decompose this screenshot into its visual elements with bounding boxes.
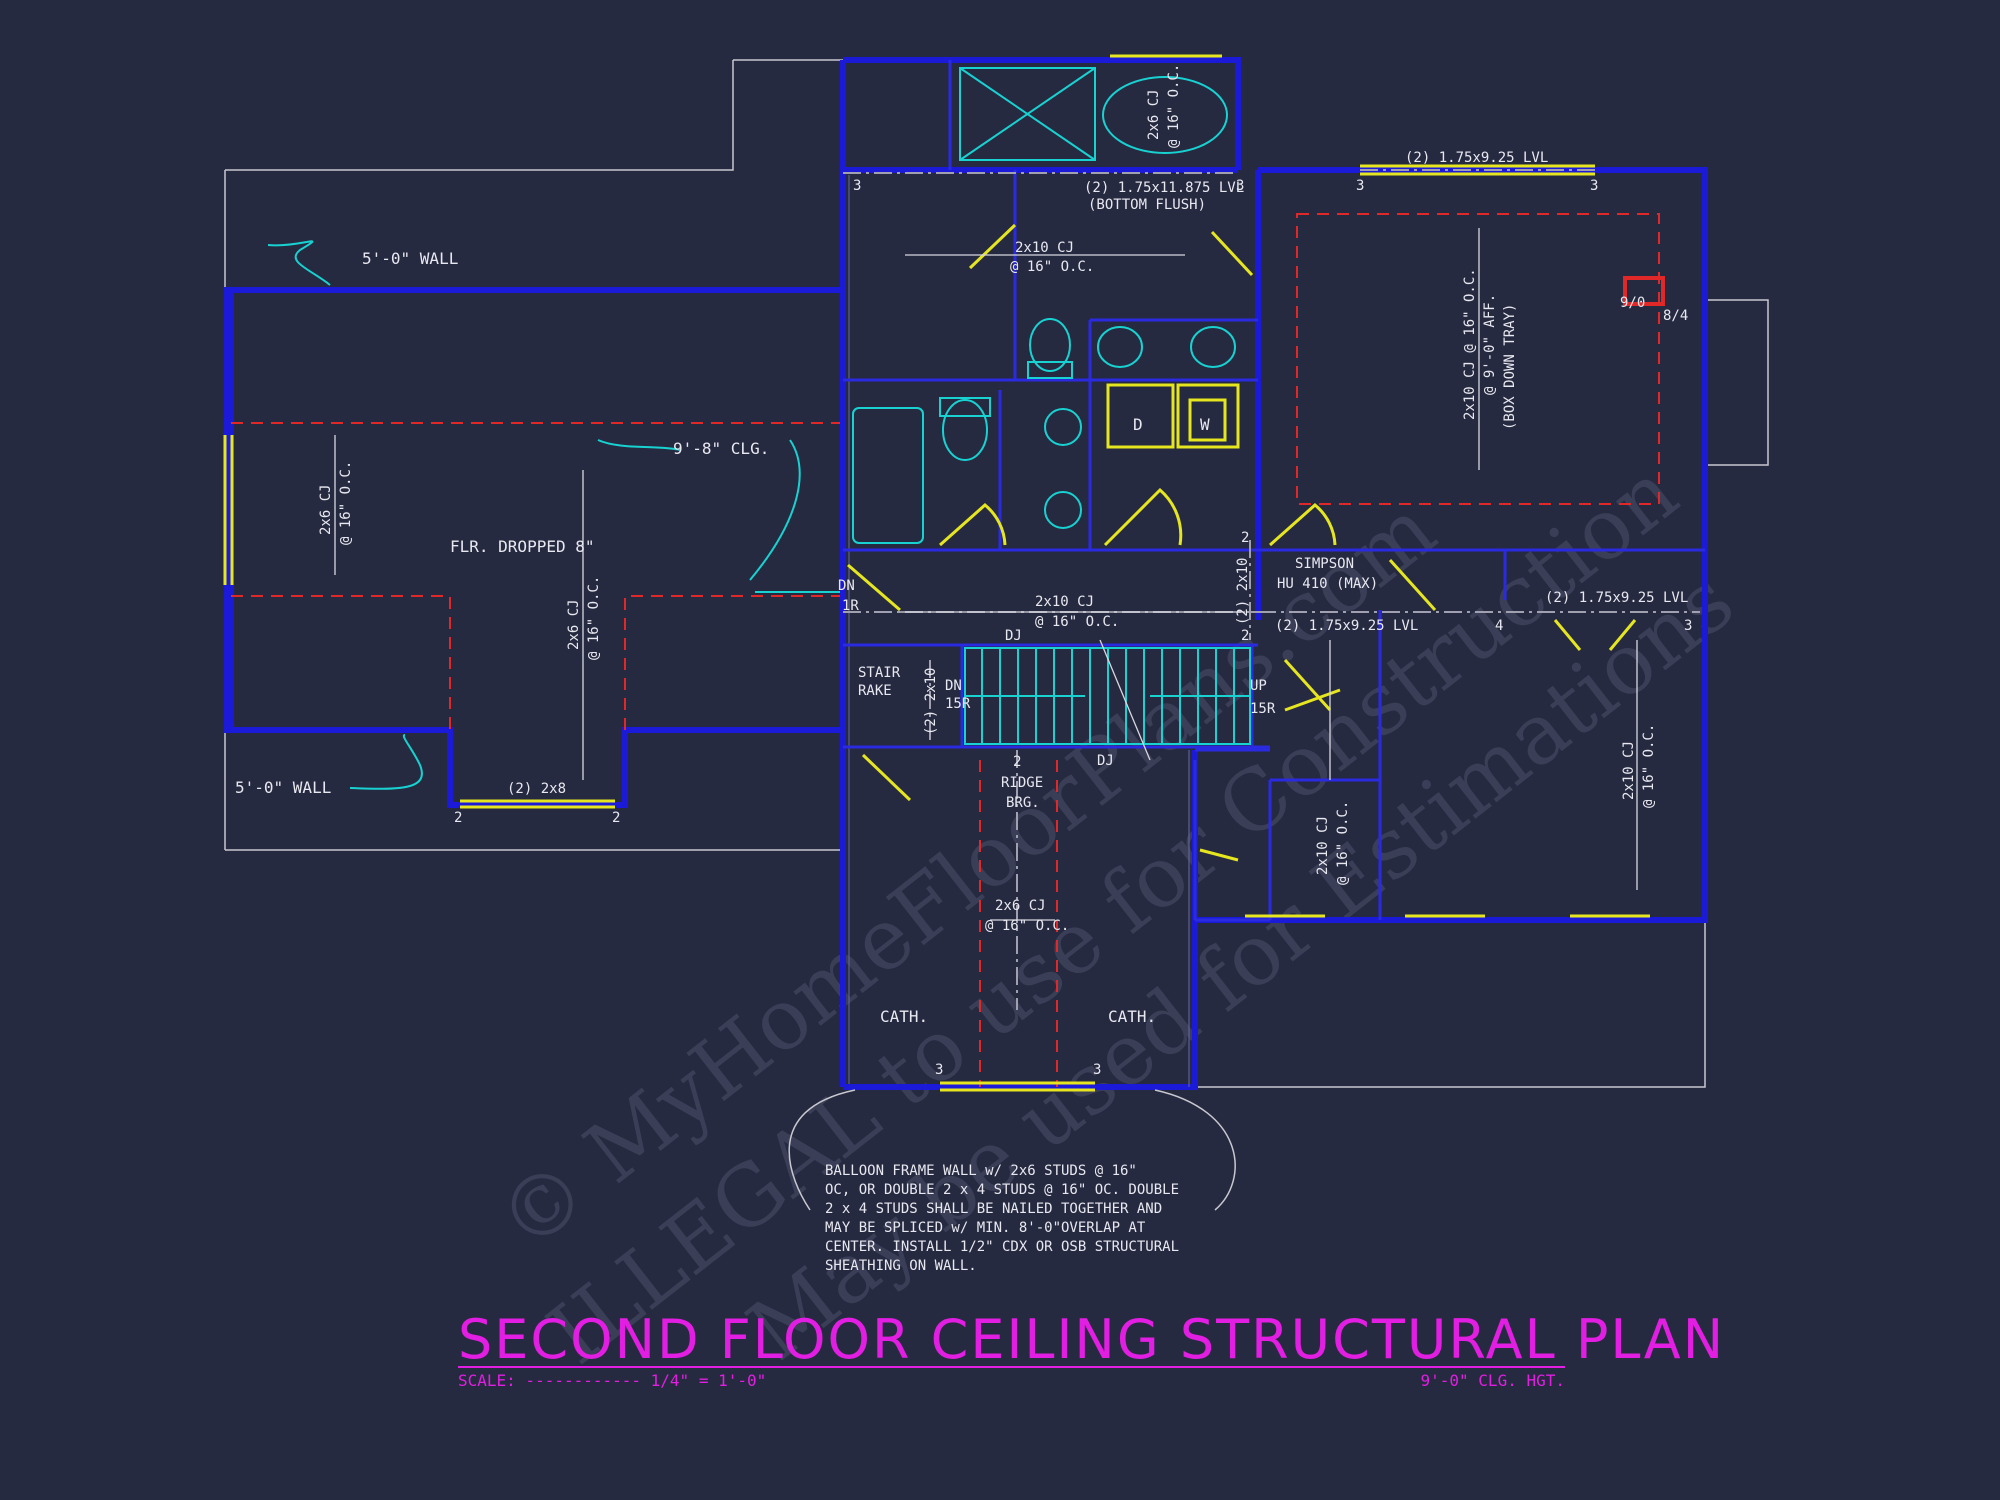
label-dn-1r-b: 1R bbox=[842, 598, 859, 614]
bearing-number: 3 bbox=[1590, 178, 1598, 194]
label-cj-master-b: @ 9'-0" AFF. bbox=[1482, 294, 1498, 395]
bearing-number: 4 bbox=[1495, 618, 1503, 634]
tray-ceiling-outline bbox=[979, 213, 1660, 1087]
note-line: MAY BE SPLICED w/ MIN. 8'-0"OVERLAP AT bbox=[825, 1220, 1146, 1236]
note-line: BALLOON FRAME WALL w/ 2x6 STUDS @ 16" bbox=[825, 1163, 1137, 1179]
label-cj-tub: 2x6 CJ bbox=[1146, 89, 1162, 140]
leader-lines bbox=[267, 240, 840, 790]
label-dj-bottom: DJ bbox=[1097, 753, 1114, 769]
beam-pocket-hatch bbox=[1623, 276, 1665, 306]
structural-note: BALLOON FRAME WALL w/ 2x6 STUDS @ 16" OC… bbox=[825, 1163, 1179, 1274]
toilet-2 bbox=[1029, 318, 1071, 372]
bathtub bbox=[852, 407, 924, 544]
bearing-number: 2 bbox=[1013, 754, 1021, 770]
sink-2 bbox=[1190, 326, 1236, 368]
label-cj-left-1b: @ 16" O.C. bbox=[338, 461, 354, 545]
label-cj-tub-b: @ 16" O.C. bbox=[1166, 64, 1182, 148]
bearing-number: 3 bbox=[853, 178, 861, 194]
bearing-number: 3 bbox=[1093, 1062, 1101, 1078]
label-washer: W bbox=[1200, 415, 1210, 434]
bearing-number: 3 bbox=[1684, 618, 1692, 634]
bearing-number: 2 bbox=[1241, 628, 1249, 644]
label-cj-master: 2x10 CJ @ 16" O.C. bbox=[1462, 268, 1478, 420]
label-cj-hall: 2x10 CJ bbox=[1035, 594, 1094, 610]
label-stair-rake-b: RAKE bbox=[858, 683, 892, 699]
bearing-number: 3 bbox=[1356, 178, 1364, 194]
label-cj-hall-b: @ 16" O.C. bbox=[1035, 614, 1119, 630]
label-wall-bottom: 5'-0" WALL bbox=[235, 778, 331, 797]
main-walls bbox=[840, 57, 1708, 1090]
label-ridge-b: BRG. bbox=[1006, 795, 1040, 811]
label-lvl-mid: (2) 1.75x9.25 LVL bbox=[1275, 618, 1418, 634]
bearing-number: 2 bbox=[612, 810, 620, 826]
label-cj-bath-b: @ 16" O.C. bbox=[1010, 259, 1094, 275]
roof-outline bbox=[224, 59, 1769, 1088]
label-cj-bath: 2x10 CJ bbox=[1015, 240, 1074, 256]
label-up-15r: UP bbox=[1250, 678, 1267, 694]
toilet-1 bbox=[942, 399, 988, 461]
page-title: SECOND FLOOR CEILING STRUCTURAL PLAN bbox=[458, 1308, 1725, 1371]
label-simpson: SIMPSON bbox=[1295, 556, 1354, 572]
sink-1 bbox=[1097, 326, 1143, 368]
label-cath-left: CATH. bbox=[880, 1007, 928, 1026]
label-wall-top: 5'-0" WALL bbox=[362, 249, 458, 268]
ceiling-height-label: 9'-0" CLG. HGT. bbox=[1421, 1371, 1566, 1390]
label-stair-rake: STAIR bbox=[858, 665, 901, 681]
label-ridge: RIDGE bbox=[1001, 775, 1043, 791]
label-bottom-flush: (BOTTOM FLUSH) bbox=[1088, 197, 1206, 213]
label-dn-1r: DN bbox=[838, 578, 855, 594]
label-box-tray: (BOX DOWN TRAY) bbox=[1502, 304, 1518, 430]
label-header-2x10-b: (2) 2x10 bbox=[923, 668, 939, 735]
label-dn-15r-b: 15R bbox=[945, 696, 971, 712]
bearing-number: 2 bbox=[454, 810, 462, 826]
note-line: SHEATHING ON WALL. bbox=[825, 1258, 977, 1274]
label-lvl-top-right: (2) 1.75x9.25 LVL bbox=[1405, 150, 1548, 166]
scale-label: SCALE: ------------ 1/4" = 1'-0" bbox=[458, 1371, 766, 1390]
label-clg: 9'-8" CLG. bbox=[673, 439, 769, 458]
title-block: SECOND FLOOR CEILING STRUCTURAL PLAN SCA… bbox=[458, 1308, 1725, 1390]
dimension-lines bbox=[334, 228, 1638, 921]
note-curves bbox=[788, 1089, 1236, 1211]
note-line: 2 x 4 STUDS SHALL BE NAILED TOGETHER AND bbox=[825, 1201, 1162, 1217]
label-simpson-b: HU 410 (MAX) bbox=[1277, 576, 1378, 592]
label-header-2x10: (2) 2x10 bbox=[1235, 558, 1251, 625]
label-dn-15r: DN bbox=[945, 678, 962, 694]
label-flr-dropped: FLR. DROPPED 8" bbox=[450, 537, 595, 556]
label-cj-bottom: 2x6 CJ bbox=[995, 898, 1046, 914]
label-header-2x8: (2) 2x8 bbox=[507, 781, 566, 797]
label-dryer: D bbox=[1133, 415, 1143, 434]
label-cj-left-2: 2x6 CJ bbox=[566, 599, 582, 650]
label-d90: 9/0 bbox=[1620, 295, 1645, 311]
label-cj-br-b: @ 16" O.C. bbox=[1641, 724, 1657, 808]
label-cj-left-2b: @ 16" O.C. bbox=[586, 576, 602, 660]
label-cj-left-1: 2x6 CJ bbox=[318, 484, 334, 535]
stairs bbox=[964, 639, 1251, 761]
note-line: CENTER. INSTALL 1/2" CDX OR OSB STRUCTUR… bbox=[825, 1239, 1179, 1255]
label-lvl-bath: (2) 1.75x11.875 LVL bbox=[1084, 180, 1244, 196]
note-line: OC, OR DOUBLE 2 x 4 STUDS @ 16" OC. DOUB… bbox=[825, 1182, 1179, 1198]
bearing-number: 3 bbox=[935, 1062, 943, 1078]
label-cj-br: 2x10 CJ bbox=[1621, 741, 1637, 800]
label-cj-bottom-b: @ 16" O.C. bbox=[985, 918, 1069, 934]
freestanding-tub bbox=[1102, 76, 1228, 154]
label-cath-right: CATH. bbox=[1108, 1007, 1156, 1026]
label-cj-closet: 2x10 CJ bbox=[1315, 816, 1331, 875]
label-lvl-right: (2) 1.75x9.25 LVL bbox=[1545, 590, 1688, 606]
label-cj-closet-b: @ 16" O.C. bbox=[1335, 801, 1351, 885]
windows bbox=[223, 54, 1650, 1092]
label-up-15r-b: 15R bbox=[1250, 701, 1276, 717]
label-dj-top: DJ bbox=[1005, 628, 1022, 644]
fixtures bbox=[852, 67, 1240, 544]
labels: 5'-0" WALL 5'-0" WALL 9'-8" CLG. FLR. DR… bbox=[235, 64, 1692, 1078]
bearing-number: 2 bbox=[1241, 530, 1249, 546]
doors bbox=[847, 223, 1637, 862]
bearing-number: 3 bbox=[1236, 178, 1244, 194]
label-d84: 8/4 bbox=[1663, 308, 1688, 324]
